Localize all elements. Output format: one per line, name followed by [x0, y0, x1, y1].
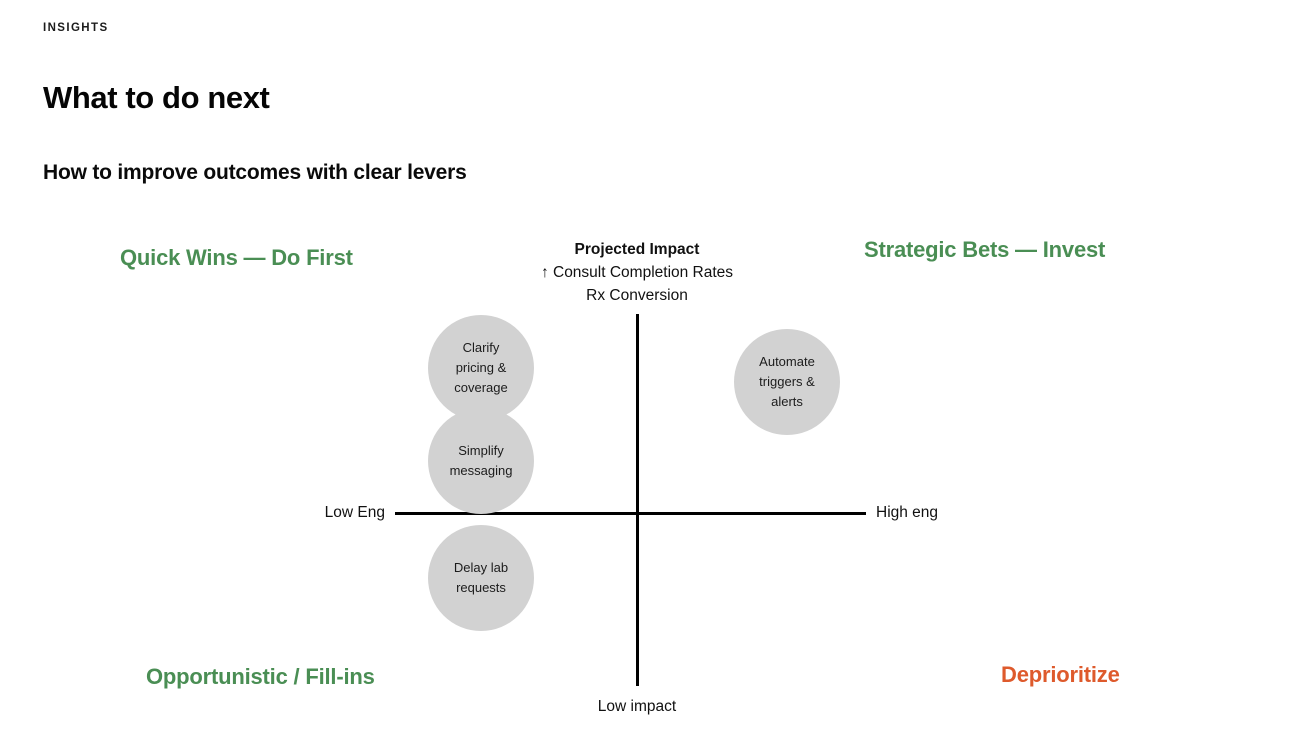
bubble-line: Simplify [458, 443, 504, 458]
quadrant-label-deprioritize: Deprioritize [1001, 662, 1120, 687]
bubble-automate-triggers-alerts: Automate triggers & alerts [734, 329, 840, 435]
y-axis-bottom-label: Low impact [597, 698, 677, 715]
bubble-line: triggers & [759, 374, 815, 389]
horizontal-axis-line [395, 512, 866, 515]
bubble-line: Delay lab [453, 560, 509, 575]
bubble-simplify-messaging: Simplify messaging [428, 408, 534, 514]
bubble-line: coverage [454, 380, 508, 395]
bubble-line: pricing & [455, 360, 507, 375]
vertical-axis-line [636, 314, 639, 686]
quadrant-label-quick-wins: Quick Wins — Do First [120, 245, 353, 270]
eyebrow-label: INSIGHTS [43, 22, 109, 34]
x-axis-right-label: High eng [876, 504, 939, 521]
quadrant-label-strategic-bets: Strategic Bets — Invest [864, 237, 1106, 262]
x-axis-left-label: Low Eng [324, 504, 385, 521]
y-axis-title: Projected Impact [574, 241, 700, 258]
bubble-line: requests [456, 580, 506, 595]
bubble-line: Automate [759, 354, 815, 369]
bubble-line: messaging [449, 463, 513, 478]
bubble-line: Clarify [462, 340, 500, 355]
bubble-delay-lab-requests: Delay lab requests [428, 525, 534, 631]
y-axis-metric-line-1: ↑ Consult Completion Rates [540, 264, 734, 281]
bubble-clarify-pricing-coverage: Clarify pricing & coverage [428, 315, 534, 421]
bubble-line: alerts [771, 394, 803, 409]
page-title: What to do next [43, 80, 270, 115]
y-axis-top-label: Projected Impact ↑ Consult Completion Ra… [462, 238, 812, 307]
y-axis-metric-line-2: Rx Conversion [586, 287, 688, 304]
page-subtitle: How to improve outcomes with clear lever… [43, 161, 467, 184]
quadrant-label-opportunistic: Opportunistic / Fill-ins [146, 664, 375, 689]
